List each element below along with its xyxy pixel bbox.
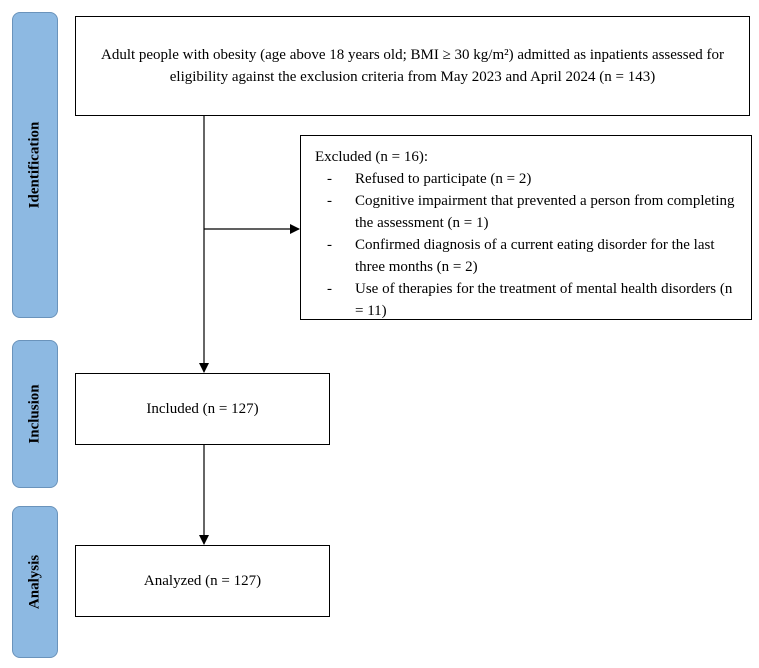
excluded-item-bullet: - <box>327 237 332 253</box>
excluded-item-text: Confirmed diagnosis of a current eating … <box>355 237 715 275</box>
excluded-item-text: Refused to participate (n = 2) <box>355 171 532 187</box>
phase-analysis: Analysis <box>12 506 58 658</box>
excluded-item-text: Cognitive impairment that prevented a pe… <box>355 193 735 231</box>
excluded-box: Excluded (n = 16): - Refused to participa… <box>300 135 752 320</box>
included-box: Included (n = 127) <box>75 373 330 445</box>
phase-inclusion: Inclusion <box>12 340 58 488</box>
assessed-box: Adult people with obesity (age above 18 … <box>75 16 750 116</box>
excluded-item: - Use of therapies for the treatment of m… <box>315 278 737 322</box>
included-text: Included (n = 127) <box>146 401 259 417</box>
excluded-item: - Confirmed diagnosis of a current eating… <box>315 234 737 278</box>
phase-identification: Identification <box>12 12 58 318</box>
analyzed-text: Analyzed (n = 127) <box>143 573 262 589</box>
excluded-item: - Cognitive impairment that prevented a p… <box>315 190 737 234</box>
excluded-item-bullet: - <box>327 193 332 209</box>
excluded-item: - Refused to participate (n = 2) <box>315 168 737 190</box>
excluded-item-bullet: - <box>327 171 332 187</box>
analyzed-box: Analyzed (n = 127) <box>75 545 330 617</box>
excluded-item-text: Use of therapies for the treatment of me… <box>355 281 733 319</box>
excluded-item-bullet: - <box>327 281 332 297</box>
assessed-text: Adult people with obesity (age above 18 … <box>100 47 725 85</box>
excluded-list: - Refused to participate (n = 2) - Cogniti… <box>315 168 737 322</box>
excluded-title: Excluded (n = 16): <box>315 149 429 165</box>
